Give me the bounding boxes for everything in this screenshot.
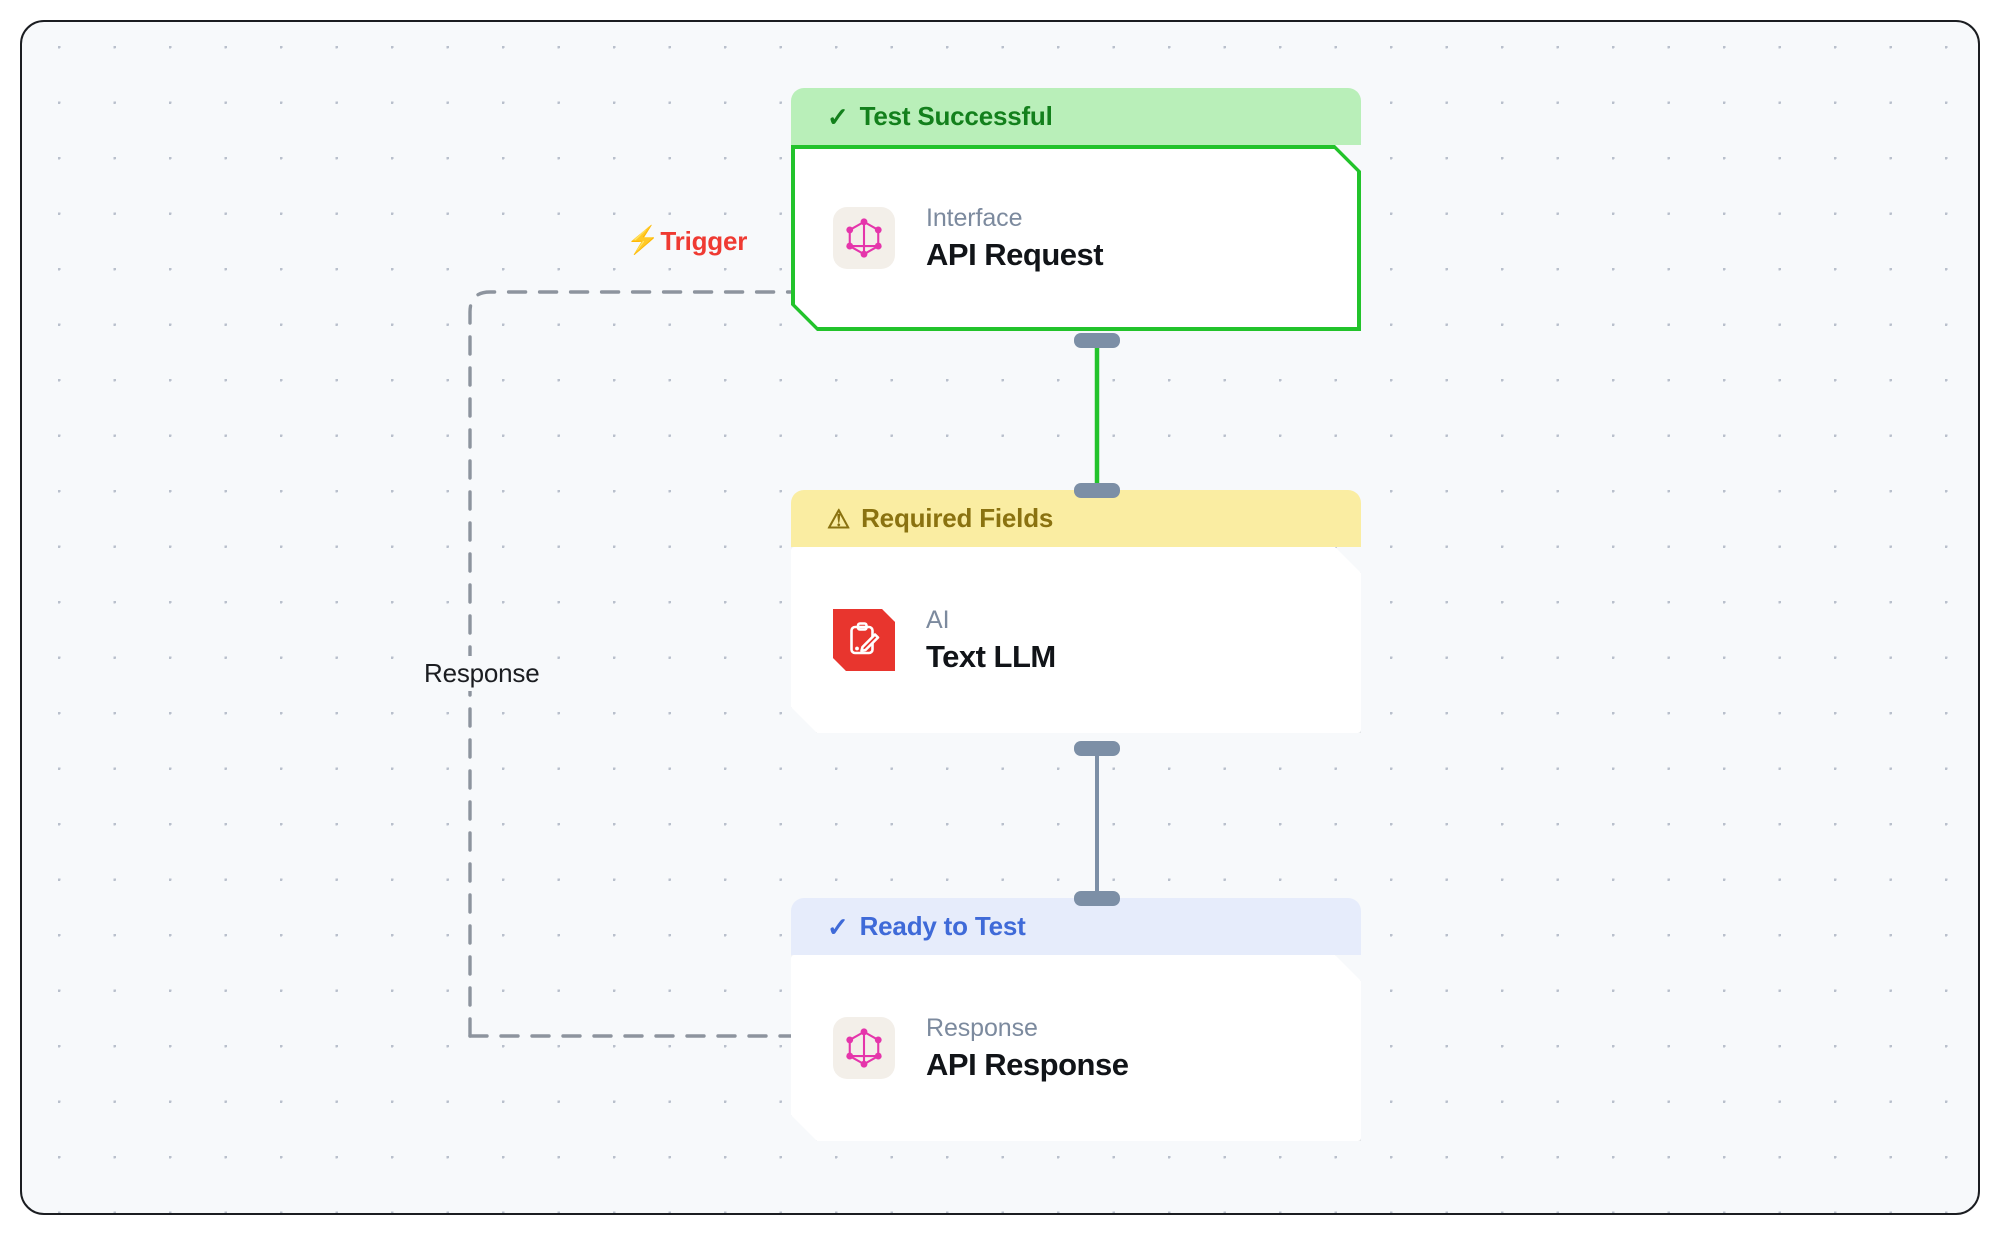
node-body[interactable]: AI Text LLM xyxy=(791,547,1361,733)
node-title: API Response xyxy=(926,1046,1129,1082)
graphql-icon-glyph xyxy=(845,1028,883,1068)
handle-response-target[interactable] xyxy=(1074,891,1120,906)
check-icon: ✓ xyxy=(827,911,849,942)
handle-request-source[interactable] xyxy=(1074,333,1120,348)
node-title: Text LLM xyxy=(926,638,1056,674)
lightning-bolt-icon: ⚡ xyxy=(626,225,660,255)
graphql-icon xyxy=(833,1017,895,1079)
node-status-label: Test Successful xyxy=(859,101,1053,131)
node-status-label: Required Fields xyxy=(861,503,1054,533)
handle-llm-target[interactable] xyxy=(1074,483,1120,498)
handle-llm-source[interactable] xyxy=(1074,741,1120,756)
node-status-header-required-fields: ⚠ Required Fields xyxy=(791,490,1361,547)
node-status-header-test-successful: ✓ Test Successful xyxy=(791,88,1361,145)
node-text: Interface API Request xyxy=(926,204,1103,273)
node-body[interactable]: Response API Response xyxy=(791,955,1361,1141)
node-status-header-ready-to-test: ✓ Ready to Test xyxy=(791,898,1361,955)
node-category: AI xyxy=(926,605,950,634)
ai-clipboard-icon-glyph xyxy=(847,622,881,658)
edge-label-trigger-text: Trigger xyxy=(660,226,748,256)
node-status-label: Ready to Test xyxy=(859,911,1026,941)
check-icon: ✓ xyxy=(827,101,849,132)
node-title: API Request xyxy=(926,236,1104,272)
graphql-icon xyxy=(833,207,895,269)
graphql-icon-glyph xyxy=(845,218,883,258)
node-category: Response xyxy=(926,1013,1038,1042)
node-category: Interface xyxy=(926,203,1023,232)
edge-label-trigger: ⚡ Trigger xyxy=(626,226,747,257)
node-text-llm[interactable]: ⚠ Required Fields AI Text LLM xyxy=(791,490,1361,733)
node-api-request[interactable]: ✓ Test Successful xyxy=(791,88,1361,331)
ai-clipboard-icon xyxy=(833,609,895,671)
warning-triangle-icon: ⚠ xyxy=(827,503,851,534)
node-text: AI Text LLM xyxy=(926,606,1056,675)
node-body[interactable]: Interface API Request xyxy=(791,145,1361,331)
workflow-canvas[interactable]: ⚡ Trigger Response ✓ Test Successful xyxy=(20,20,1980,1215)
canvas-surface[interactable]: ⚡ Trigger Response ✓ Test Successful xyxy=(22,22,1978,1213)
node-text: Response API Response xyxy=(926,1014,1128,1083)
edge-label-response: Response xyxy=(416,656,548,691)
node-api-response[interactable]: ✓ Ready to Test xyxy=(791,898,1361,1141)
